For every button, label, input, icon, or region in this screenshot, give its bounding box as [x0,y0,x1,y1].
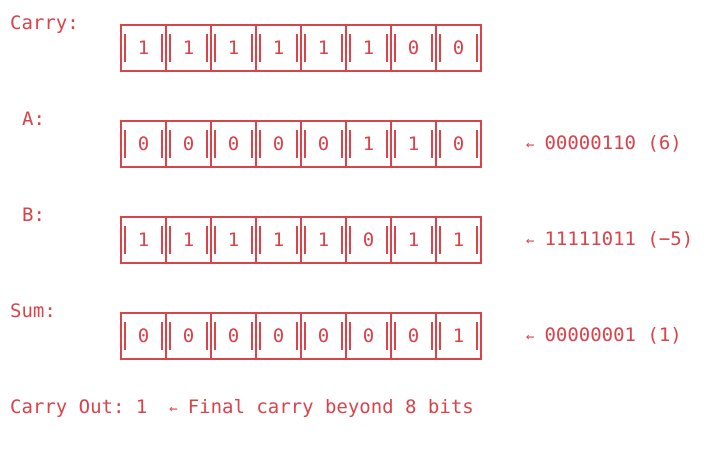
sum-bits: 0 0 0 0 0 0 0 1 [120,312,482,360]
carry-bit-4: 1 [255,24,302,72]
b-bit-4: 1 [255,216,302,264]
carry-bit-5: 1 [210,24,257,72]
carry-bit-3: 1 [300,24,347,72]
carry-bit-1: 0 [390,24,437,72]
b-bit-0: 1 [435,216,482,264]
sum-bit-2: 0 [345,312,392,360]
sum-bit-6: 0 [165,312,212,360]
a-bit-6: 0 [165,120,212,168]
a-note-text: 00000110 (6) [544,132,682,154]
b-note: ← 11111011 (−5) [526,228,693,252]
b-bit-1: 1 [390,216,437,264]
b-bits: 1 1 1 1 1 0 1 1 [120,216,482,264]
a-bit-7: 0 [120,120,167,168]
left-arrow-icon: ← [526,137,535,153]
carry-bits: 1 1 1 1 1 1 0 0 [120,24,482,72]
b-bit-3: 1 [300,216,347,264]
b-bit-6: 1 [165,216,212,264]
sum-bit-3: 0 [300,312,347,360]
carry-out-line: Carry Out: 1 ← Final carry beyond 8 bits [10,396,474,420]
sum-bit-5: 0 [210,312,257,360]
a-bit-5: 0 [210,120,257,168]
carry-out-text: Carry Out: 1 [10,396,148,418]
carry-label: Carry: [10,12,79,34]
left-arrow-icon: ← [526,233,535,249]
sum-bit-4: 0 [255,312,302,360]
sum-note-text: 00000001 (1) [544,324,682,346]
b-bit-2: 0 [345,216,392,264]
b-bit-5: 1 [210,216,257,264]
b-bit-7: 1 [120,216,167,264]
a-label: A: [22,108,45,130]
carry-bit-6: 1 [165,24,212,72]
carry-bit-0: 0 [435,24,482,72]
sum-bit-7: 0 [120,312,167,360]
a-bit-4: 0 [255,120,302,168]
b-note-text: 11111011 (−5) [544,228,694,250]
a-bit-2: 1 [345,120,392,168]
carry-bit-2: 1 [345,24,392,72]
left-arrow-icon: ← [169,401,178,417]
a-bits: 0 0 0 0 0 1 1 0 [120,120,482,168]
carry-out-note: Final carry beyond 8 bits [187,396,474,418]
a-bit-3: 0 [300,120,347,168]
carry-bit-7: 1 [120,24,167,72]
a-bit-0: 0 [435,120,482,168]
a-bit-1: 1 [390,120,437,168]
left-arrow-icon: ← [526,329,535,345]
sum-label: Sum: [10,300,56,322]
b-label: B: [22,204,45,226]
sum-bit-1: 0 [390,312,437,360]
sum-note: ← 00000001 (1) [526,324,682,348]
sum-bit-0: 1 [435,312,482,360]
a-note: ← 00000110 (6) [526,132,682,156]
